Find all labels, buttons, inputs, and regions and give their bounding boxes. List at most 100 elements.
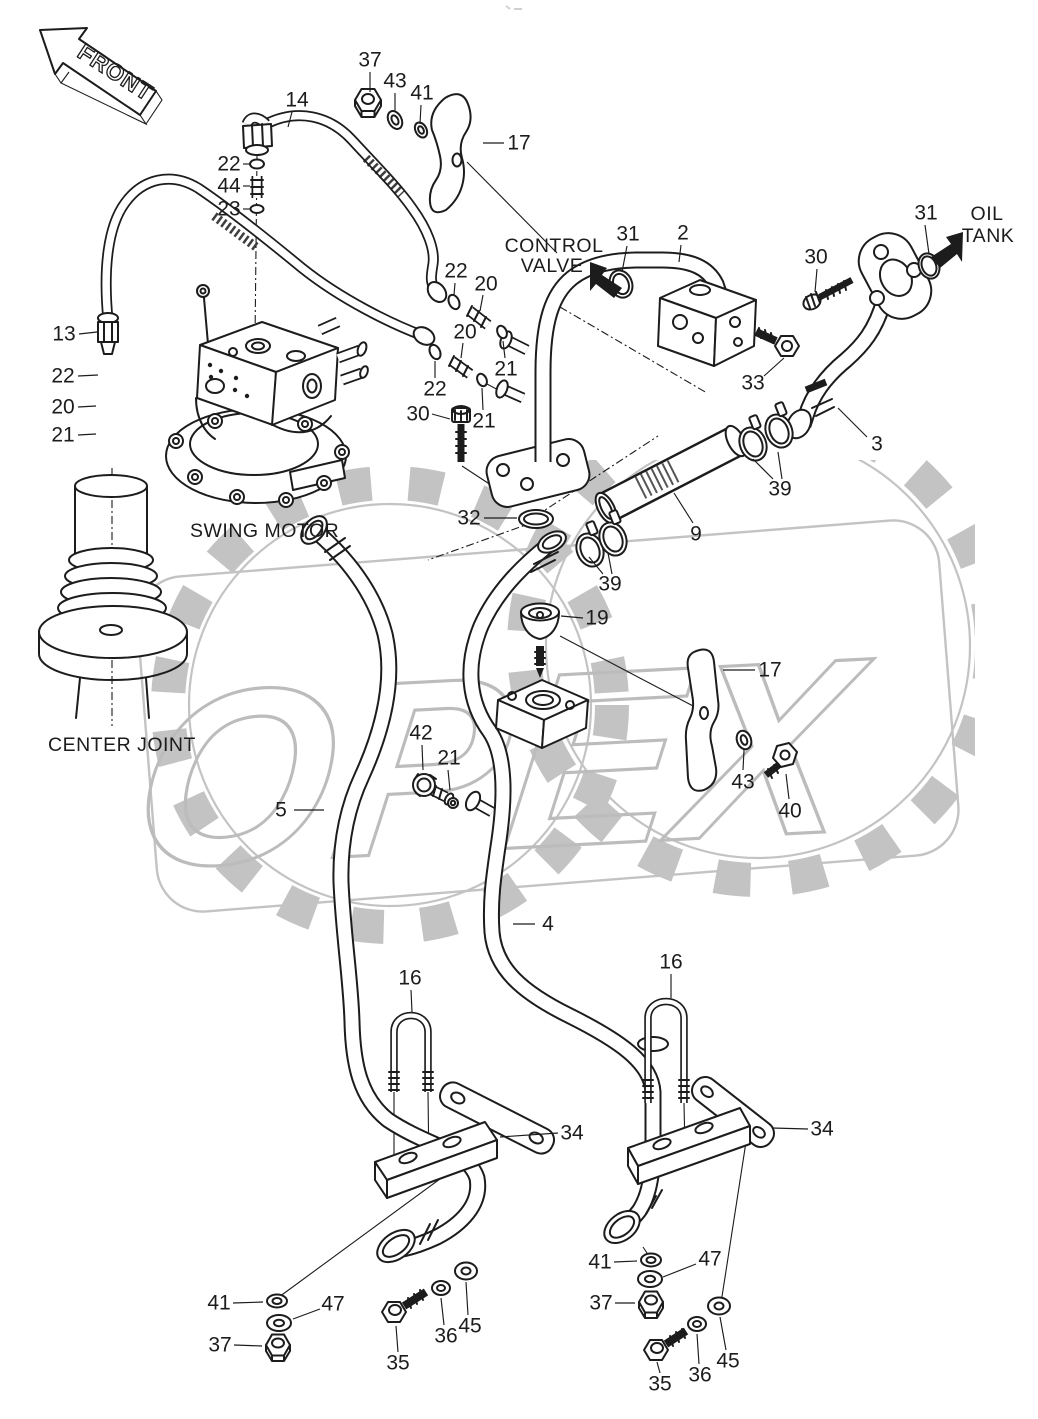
part-number-36: 36 — [688, 1364, 711, 1387]
part-number-31: 31 — [914, 202, 937, 225]
part-number-21: 21 — [472, 410, 495, 433]
part-number-41: 41 — [588, 1251, 611, 1274]
callout-leader-line — [465, 1281, 469, 1316]
part-number-20: 20 — [474, 273, 497, 296]
part-number-45: 45 — [458, 1315, 481, 1338]
part-number-5: 5 — [275, 799, 287, 822]
part-number-22: 22 — [423, 378, 446, 401]
flange-nuts — [168, 413, 350, 508]
part-number-47: 47 — [321, 1293, 344, 1316]
part-number-43: 43 — [383, 70, 406, 93]
hose-13 — [97, 173, 436, 355]
clamp-bracket-17-top — [428, 93, 472, 214]
air-breather-19 — [495, 602, 589, 749]
bolt-40 — [763, 742, 798, 779]
hardware-stack-bottom-left — [265, 1261, 478, 1362]
part-number-20: 20 — [453, 321, 476, 344]
callout-leader-line — [292, 1308, 321, 1320]
part-number-17: 17 — [758, 659, 781, 682]
part-number-4: 4 — [542, 913, 554, 936]
bolt-30-top-right — [802, 277, 854, 311]
callout-leader-line — [287, 111, 293, 128]
washer-43-bottom — [735, 729, 753, 751]
part-number-22: 22 — [444, 260, 467, 283]
u-bolt-16-right — [642, 997, 690, 1103]
callout-leader-line — [431, 413, 451, 420]
part-number-17: 17 — [507, 132, 530, 155]
part-number-43: 43 — [731, 771, 754, 794]
spring-washer-36 — [431, 1280, 451, 1296]
callout-leader-line — [719, 1316, 727, 1351]
axis-construction-line — [559, 306, 708, 394]
part-number-34: 34 — [560, 1122, 584, 1145]
callout-leader-line — [499, 1132, 559, 1138]
part-number-47: 47 — [698, 1248, 721, 1271]
washer-47 — [637, 1270, 663, 1288]
fitting-stack-22-44-23 — [249, 158, 265, 214]
part-number-37: 37 — [208, 1334, 231, 1357]
callout-leader-line — [233, 1344, 263, 1347]
projection-line — [466, 161, 558, 254]
callout-leader-line — [395, 1325, 399, 1353]
washer-41 — [266, 1293, 288, 1309]
bolt-33 — [754, 327, 800, 357]
part-number-37: 37 — [589, 1292, 612, 1315]
callout-leader-line — [752, 458, 774, 480]
center-joint-label: CENTER JOINT — [48, 734, 196, 756]
spring-washer-36 — [687, 1316, 707, 1332]
hose-clamps-39-left — [575, 509, 628, 568]
part-number-39: 39 — [768, 478, 791, 501]
callout-leader-line — [771, 1127, 809, 1130]
nut-37 — [354, 88, 382, 112]
part-number-22: 22 — [51, 365, 74, 388]
control-valve-label-line2: VALVE — [521, 255, 583, 277]
part-number-23: 23 — [217, 198, 240, 221]
part-number-33: 33 — [741, 372, 764, 395]
callout-leader-line — [481, 387, 484, 411]
callout-leader-line — [447, 769, 451, 791]
callout-leader-line — [607, 552, 613, 575]
part-number-39: 39 — [598, 573, 621, 596]
part-number-14: 14 — [285, 89, 309, 112]
part-number-16: 16 — [659, 951, 682, 974]
projection-line — [559, 635, 696, 708]
part-number-30: 30 — [804, 246, 827, 269]
part-number-34: 34 — [810, 1118, 834, 1141]
part-number-41: 41 — [207, 1292, 230, 1315]
part-number-37: 37 — [358, 49, 381, 72]
center-joint-drawing — [38, 468, 188, 726]
part-number-36: 36 — [434, 1325, 457, 1348]
part-number-21: 21 — [494, 358, 517, 381]
part-number-40: 40 — [778, 800, 801, 823]
callout-leader-line — [837, 407, 868, 438]
part-number-44: 44 — [217, 175, 241, 198]
callout-leader-line — [78, 331, 98, 335]
fitting-row-upper — [447, 293, 508, 340]
callout-leader-line — [673, 492, 694, 524]
callout-leader-line — [560, 615, 584, 619]
callout-leader-line — [410, 989, 413, 1013]
callout-leader-line — [77, 433, 97, 436]
oil-tank-label-line2: TANK — [962, 225, 1015, 247]
part-number-35: 35 — [648, 1373, 671, 1396]
part-number-41: 41 — [410, 82, 433, 105]
callout-leader-line — [924, 224, 930, 255]
part-number-16: 16 — [398, 967, 421, 990]
o-ring-21 — [496, 324, 508, 340]
projection-line — [720, 1141, 747, 1304]
oil-tank-label-line1: OIL — [971, 203, 1004, 225]
axis-construction-line — [427, 521, 535, 561]
swing-motor-label: SWING MOTOR — [190, 520, 339, 542]
callout-leader-line — [742, 749, 745, 771]
o-ring-32 — [518, 509, 554, 529]
part-number-30: 30 — [406, 403, 429, 426]
washer-45 — [707, 1296, 731, 1316]
fitting-row-lower — [428, 343, 488, 388]
callout-leader-line — [696, 1333, 700, 1365]
part-number-45: 45 — [716, 1350, 739, 1373]
oil-tank-arrow-icon — [931, 232, 963, 268]
callout-leader-line — [421, 744, 424, 771]
callout-leader-line — [77, 374, 99, 377]
